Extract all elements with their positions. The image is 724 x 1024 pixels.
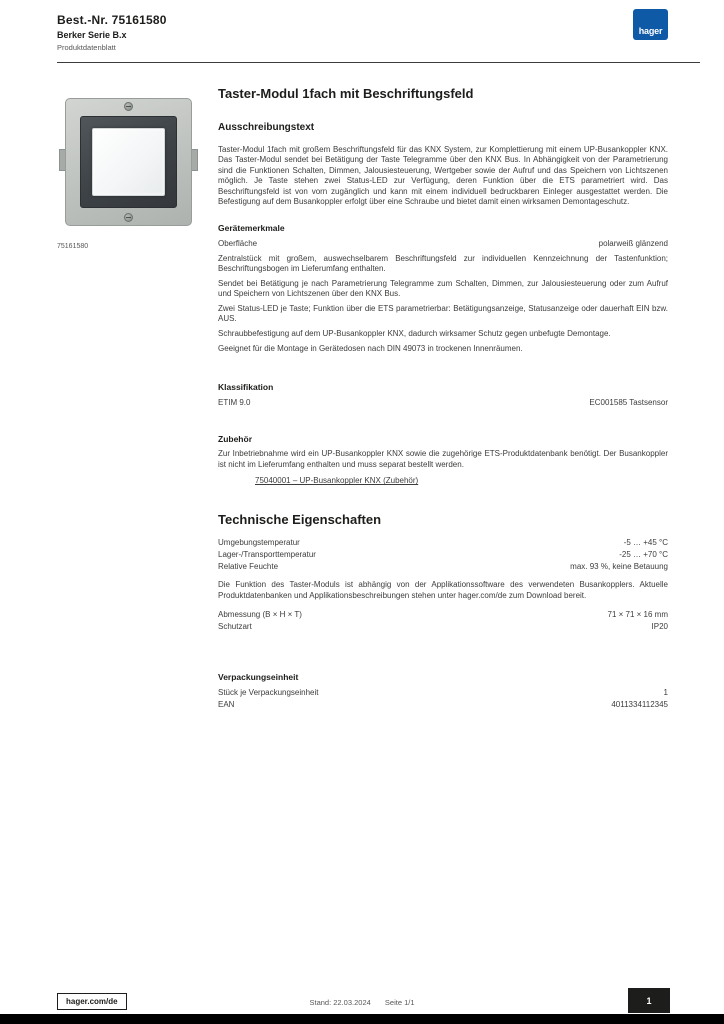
main-content: Taster-Modul 1fach mit Beschriftungsfeld…: [218, 86, 668, 710]
spec-row: EAN 4011334112345: [218, 699, 668, 710]
section-logistics: Verpackungseinheit Stück je Verpackungse…: [218, 672, 668, 710]
feature-item: Zwei Status-LED je Taste; Funktion über …: [218, 304, 668, 324]
features-list: Zentralstück mit großem, auswechselbarem…: [218, 254, 668, 354]
screw-bottom-icon: [123, 213, 133, 222]
page-number-badge: 1: [628, 988, 670, 1013]
section-technical-data: Technische Eigenschaften Umgebungstemper…: [218, 512, 668, 632]
technical-rows-1: Umgebungstemperatur -5 … +45 °C Lager-/T…: [218, 537, 668, 572]
spec-value: 1: [663, 688, 668, 698]
spec-label: ETIM 9.0: [218, 398, 251, 408]
spec-row: Schutzart IP20: [218, 621, 668, 632]
spec-value: IP20: [651, 622, 668, 632]
spec-row: Lager-/Transporttemperatur -25 … +70 °C: [218, 549, 668, 560]
spec-label: Oberfläche: [218, 239, 258, 249]
feature-item: Schraubbefestigung auf dem UP-Busankoppl…: [218, 329, 611, 339]
spec-text-header: Ausschreibungstext: [218, 122, 315, 133]
logistics-rows: Stück je Verpackungseinheit 1 EAN 401133…: [218, 687, 668, 710]
header-product-number: Best.-Nr. 75161580: [57, 13, 167, 27]
spec-row: Oberfläche polarweiß glänzend: [218, 238, 668, 249]
hager-logo: hager: [633, 9, 668, 40]
technical-note: Die Funktion des Taster-Moduls ist abhän…: [218, 580, 668, 600]
logistics-header: Verpackungseinheit: [218, 672, 299, 683]
technical-rows-2: Abmessung (B × H × T) 71 × 71 × 16 mm Sc…: [218, 609, 668, 632]
header-series: Berker Serie B.x: [57, 30, 127, 40]
spec-label: Lager-/Transporttemperatur: [218, 550, 316, 560]
accessory-link[interactable]: 75040001 – UP-Busankoppler KNX (Zubehör): [255, 476, 419, 486]
spec-label: Abmessung (B × H × T): [218, 610, 302, 620]
device-frame: [80, 116, 177, 208]
device-support-ring: [65, 98, 192, 226]
spec-value: -5 … +45 °C: [623, 538, 668, 548]
header-doc-type: Produktdatenblatt: [57, 43, 116, 52]
product-image-caption: 75161580: [57, 243, 89, 250]
accessories-header: Zubehör: [218, 434, 252, 445]
screw-top-icon: [123, 102, 133, 111]
spec-value: -25 … +70 °C: [619, 550, 668, 560]
spec-row: Abmessung (B × H × T) 71 × 71 × 16 mm: [218, 609, 668, 620]
classification-header: Klassifikation: [218, 382, 274, 393]
section-classification: Klassifikation ETIM 9.0 EC001585 Tastsen…: [218, 382, 668, 408]
header-divider: [57, 62, 700, 63]
spec-value: 4011334112345: [611, 700, 668, 710]
product-image: [57, 94, 200, 236]
feature-item: Geeignet für die Montage in Gerätedosen …: [218, 344, 523, 354]
accessories-note: Zur Inbetriebnahme wird ein UP-Busankopp…: [218, 449, 668, 469]
spec-label: Stück je Verpackungseinheit: [218, 688, 319, 698]
spec-text-body: Taster-Modul 1fach mit großem Beschriftu…: [218, 145, 668, 207]
spec-row: ETIM 9.0 EC001585 Tastsensor: [218, 397, 668, 408]
section-accessories: Zubehör Zur Inbetriebnahme wird ein UP-B…: [218, 434, 668, 488]
hager-logo-wordmark: hager: [638, 26, 663, 36]
footer-date: Stand: 22.03.2024: [309, 998, 371, 1007]
spec-row: Relative Feuchte max. 93 %, keine Betauu…: [218, 561, 668, 572]
spec-label: Schutzart: [218, 622, 252, 632]
technical-data-header: Technische Eigenschaften: [218, 512, 382, 528]
spec-value: EC001585 Tastsensor: [589, 398, 668, 408]
spec-value: max. 93 %, keine Betauung: [570, 562, 668, 572]
mounting-claw-right-icon: [191, 149, 198, 171]
spec-label: Umgebungstemperatur: [218, 538, 300, 548]
viewer-bottom-bar: [0, 1014, 724, 1024]
feature-item: Sendet bei Betätigung je nach Parametrie…: [218, 279, 668, 299]
page-header: Best.-Nr. 75161580 Berker Serie B.x Prod…: [57, 13, 167, 52]
footer-website-link[interactable]: hager.com/de: [57, 993, 127, 1010]
spec-value: polarweiß glänzend: [598, 239, 668, 249]
section-features: Gerätemerkmale Oberfläche polarweiß glän…: [218, 223, 668, 354]
spec-label: EAN: [218, 700, 235, 710]
page-title: Taster-Modul 1fach mit Beschriftungsfeld: [218, 86, 474, 101]
spec-row: Stück je Verpackungseinheit 1: [218, 687, 668, 698]
spec-label: Relative Feuchte: [218, 562, 279, 572]
feature-item: Zentralstück mit großem, auswechselbarem…: [218, 254, 668, 274]
device-rocker: [92, 128, 165, 196]
footer-page-info: Seite 1/1: [384, 998, 415, 1007]
classification-rows: ETIM 9.0 EC001585 Tastsensor: [218, 397, 668, 408]
features-header: Gerätemerkmale: [218, 223, 285, 234]
spec-value: 71 × 71 × 16 mm: [607, 610, 668, 620]
spec-row: Umgebungstemperatur -5 … +45 °C: [218, 537, 668, 548]
